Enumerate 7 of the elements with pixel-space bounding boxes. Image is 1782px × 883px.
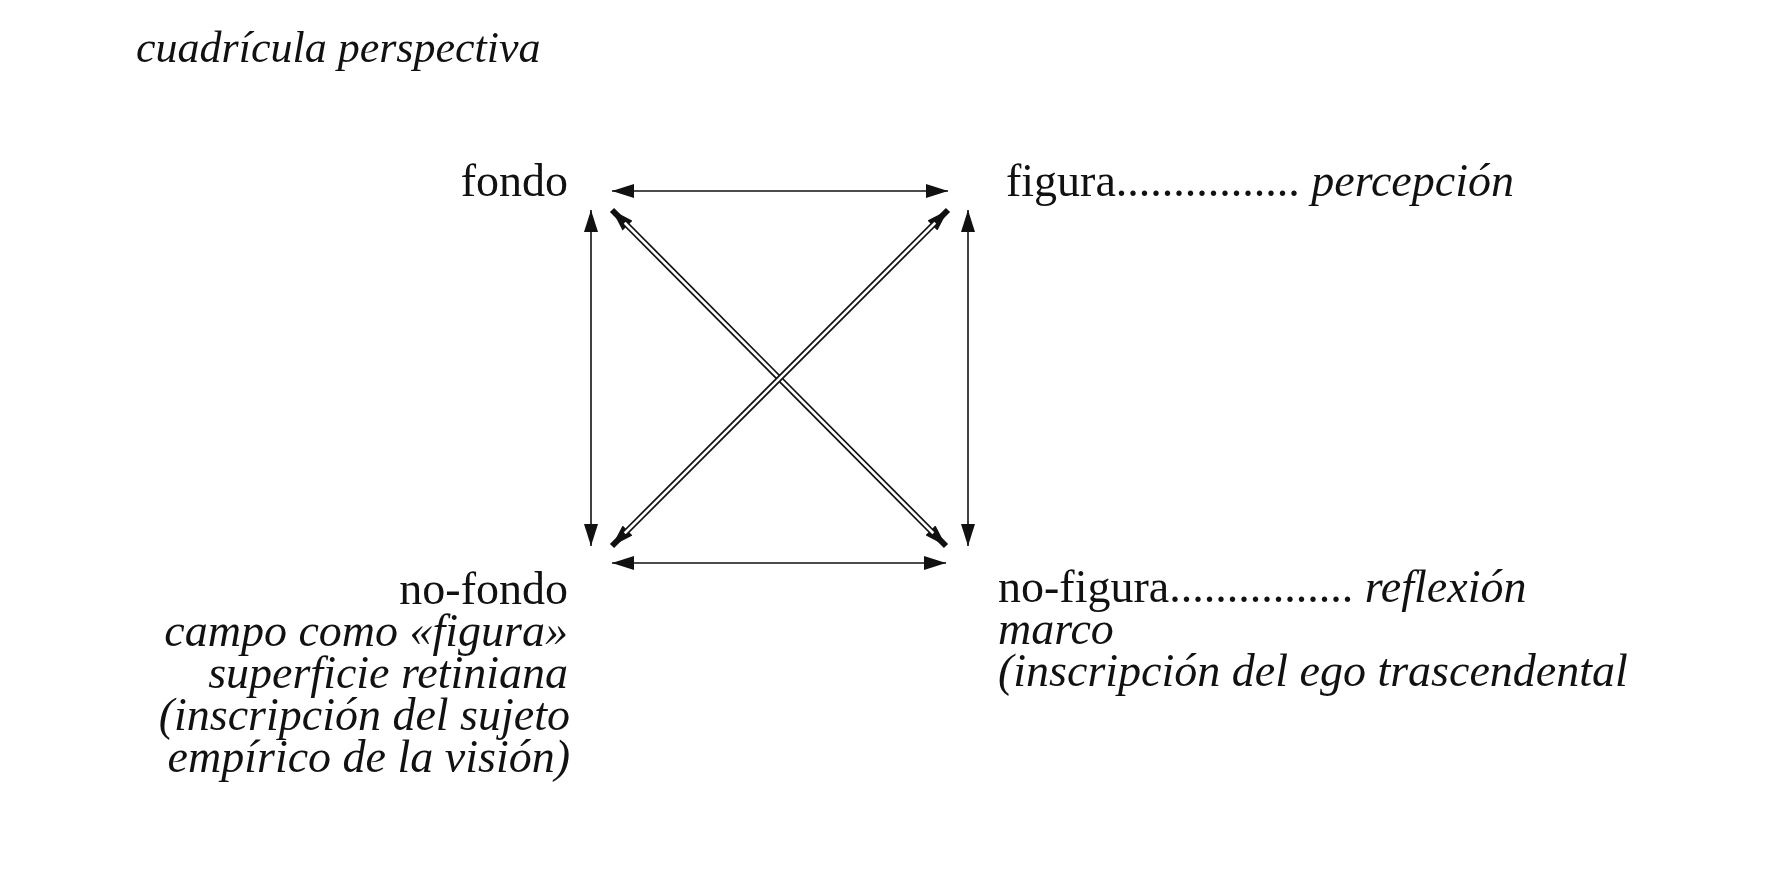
double-headed-arrow [611, 556, 947, 570]
double-headed-arrow [611, 184, 949, 198]
title: cuadrícula perspectiva [136, 22, 541, 73]
double-headed-arrow [961, 209, 975, 547]
node-label: fondo [459, 160, 568, 202]
node-label: no-fondo [398, 568, 568, 610]
double-headed-arrow [584, 209, 598, 547]
